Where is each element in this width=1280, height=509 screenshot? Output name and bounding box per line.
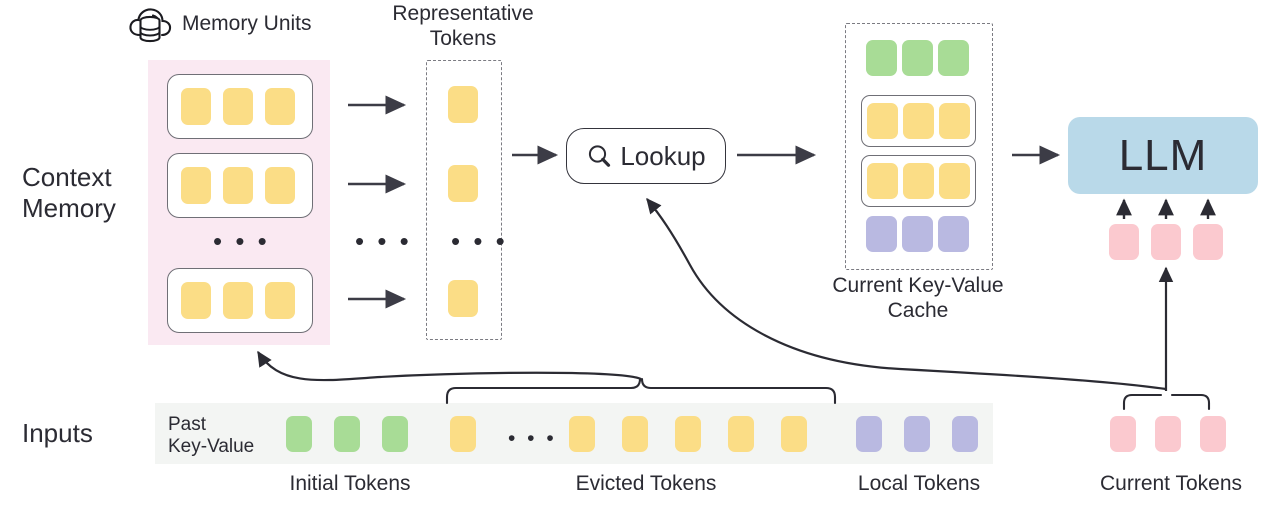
representative-token — [448, 86, 478, 123]
memory-units-ellipsis: • • • — [213, 226, 270, 256]
representative-token — [448, 165, 478, 202]
input-token-current — [1200, 416, 1226, 452]
kv-token — [903, 103, 934, 139]
row-label-inputs: Inputs — [22, 418, 93, 448]
lookup-label: Lookup — [620, 140, 706, 171]
cloud-database-icon — [127, 2, 173, 48]
input-token-evicted — [728, 416, 754, 452]
kv-retrieved-unit[interactable] — [861, 95, 976, 147]
kv-token — [938, 216, 969, 252]
current-kv-cache-label: Current Key-Value Cache — [832, 274, 1004, 322]
input-token-initial — [334, 416, 360, 452]
kv-token — [867, 103, 898, 139]
brace-evicted-tokens — [445, 377, 837, 405]
group-label-current-tokens: Current Tokens — [1099, 472, 1243, 495]
kv-token — [938, 40, 969, 76]
kv-token — [902, 40, 933, 76]
group-label-local-tokens: Local Tokens — [857, 472, 981, 495]
kv-token — [867, 163, 898, 199]
input-token-local — [856, 416, 882, 452]
memory-token — [223, 88, 253, 125]
kv-token — [939, 163, 970, 199]
arrow-evicted-to-context-memory — [257, 350, 642, 382]
representative-token — [448, 280, 478, 317]
brace-current-tokens — [1122, 393, 1211, 411]
input-token-local — [904, 416, 930, 452]
input-token-evicted — [781, 416, 807, 452]
memory-token — [265, 282, 295, 319]
group-label-evicted-tokens: Evicted Tokens — [575, 472, 717, 495]
input-token-initial — [286, 416, 312, 452]
representative-tokens-ellipsis: • • • — [451, 226, 508, 256]
memory-units-label: Memory Units — [182, 12, 312, 35]
arrow-tokens-to-llm — [1116, 198, 1216, 219]
input-token-current — [1110, 416, 1136, 452]
memory-token — [265, 167, 295, 204]
input-token-evicted — [622, 416, 648, 452]
evicted-tokens-ellipsis: • • • — [508, 427, 557, 450]
kv-token — [866, 40, 897, 76]
memory-token — [223, 167, 253, 204]
memory-token — [181, 282, 211, 319]
lookup-button[interactable]: Lookup — [566, 128, 726, 184]
memory-unit[interactable] — [167, 153, 313, 218]
memory-token — [223, 282, 253, 319]
representative-tokens-label: Representative Tokens — [392, 2, 534, 50]
llm-box[interactable]: LLM — [1068, 117, 1258, 194]
input-token-current — [1155, 416, 1181, 452]
arrow-unit-to-representative — [348, 95, 407, 309]
row-label-context-memory: Context Memory — [22, 162, 116, 223]
past-key-value-label: Past Key-Value — [168, 414, 255, 458]
memory-unit[interactable] — [167, 74, 313, 139]
kv-token — [866, 216, 897, 252]
kv-token — [939, 103, 970, 139]
representative-tokens-box — [426, 60, 502, 340]
input-token-local — [952, 416, 978, 452]
memory-unit[interactable] — [167, 268, 313, 333]
kv-token — [903, 163, 934, 199]
memory-token — [265, 88, 295, 125]
unit-arrows-ellipsis: • • • — [355, 226, 412, 256]
kv-token — [902, 216, 933, 252]
memory-token — [181, 167, 211, 204]
llm-input-token — [1151, 224, 1181, 260]
llm-input-token — [1193, 224, 1223, 260]
kv-retrieved-unit[interactable] — [861, 155, 976, 207]
llm-input-token — [1109, 224, 1139, 260]
search-icon — [586, 143, 612, 169]
memory-token — [181, 88, 211, 125]
llm-label: LLM — [1118, 130, 1208, 180]
input-token-evicted — [450, 416, 476, 452]
input-token-initial — [382, 416, 408, 452]
input-token-evicted — [675, 416, 701, 452]
group-label-initial-tokens: Initial Tokens — [289, 472, 411, 495]
input-token-evicted — [569, 416, 595, 452]
